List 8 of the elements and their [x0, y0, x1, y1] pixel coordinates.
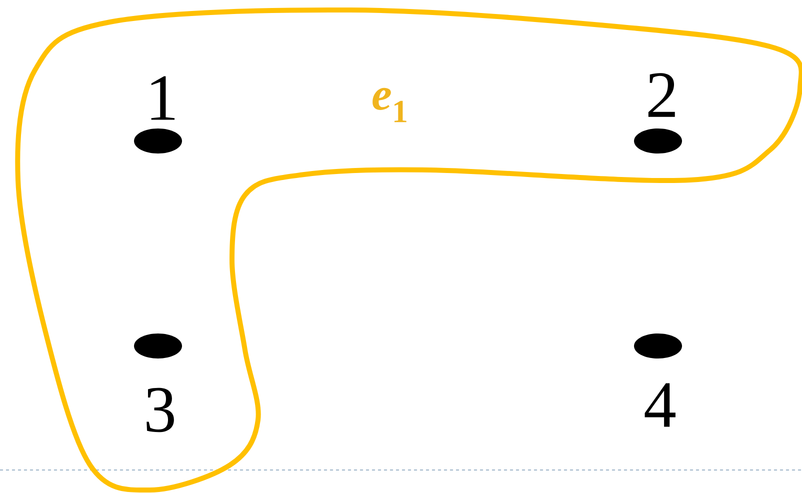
- vertex-dot: [134, 128, 182, 154]
- vertex-label: 3: [146, 388, 174, 432]
- vertex-dot: [634, 334, 682, 358]
- vertex-label: 1: [151, 76, 175, 120]
- vertex-dot: [134, 334, 182, 358]
- vertex-label: 2: [648, 73, 675, 117]
- vertex-label: 4: [644, 383, 676, 427]
- vertex-dot: [634, 128, 682, 154]
